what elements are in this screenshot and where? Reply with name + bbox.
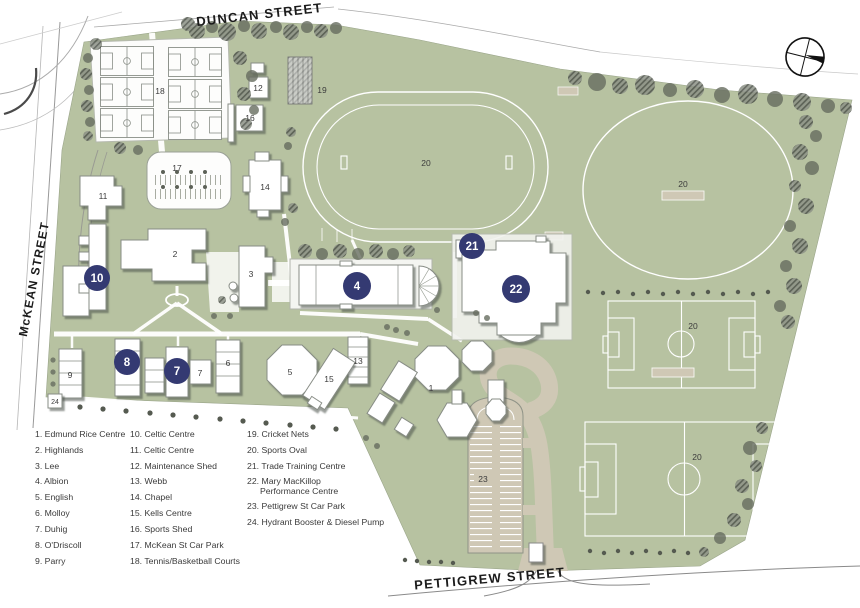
legend-item: 9. Parry <box>35 555 66 566</box>
label-12: 12 <box>253 83 263 93</box>
badge-7: 7 <box>164 358 190 384</box>
label-15: 15 <box>324 374 334 384</box>
oval-east-pitch <box>661 190 705 201</box>
legend-item: 21. Trade Training Centre <box>247 460 346 471</box>
label-2: 2 <box>173 249 178 259</box>
legend-column-1: 1. Edmund Rice Centre 2. Highlands 3. Le… <box>35 429 127 572</box>
legend-item: 19. Cricket Nets <box>247 429 309 439</box>
oval-shed-nw <box>557 86 579 96</box>
soccer-field-bottom <box>579 421 790 537</box>
buildings <box>47 62 573 438</box>
cricket-nets <box>287 56 313 105</box>
campus-grounds <box>45 20 853 572</box>
legend-column-3: 19. Cricket Nets 20. Sports Oval 21. Tra… <box>247 429 405 534</box>
label-18: 18 <box>155 86 165 96</box>
svg-text:21: 21 <box>466 241 479 253</box>
building-number-labels: 18 12 16 19 17 11 14 2 3 13 5 15 1 9 7 6… <box>51 83 702 462</box>
svg-text:8: 8 <box>124 357 131 369</box>
label-19: 19 <box>317 85 327 95</box>
badge-8: 8 <box>114 349 140 375</box>
label-6: 6 <box>226 358 231 368</box>
legend-item: 17. McKean St Car Park <box>130 539 224 550</box>
legend-item: 24. Hydrant Booster & Diesel Pump <box>247 517 385 528</box>
label-oval-track: 20 <box>421 158 431 168</box>
label-7: 7 <box>198 368 203 378</box>
label-13: 13 <box>353 356 363 366</box>
label-9: 9 <box>68 370 73 380</box>
label-24: 24 <box>51 399 59 406</box>
map-badges: 10 8 7 4 21 22 <box>84 233 530 384</box>
building-mid-house <box>144 357 165 394</box>
svg-text:7: 7 <box>174 366 180 378</box>
legend-item: 1. Edmund Rice Centre <box>35 429 126 439</box>
legend-item: 3. Lee <box>35 460 60 471</box>
legend-item: 7. Duhig <box>35 523 68 534</box>
legend-item: 23. Pettigrew St Car Park <box>247 501 346 512</box>
building-15-kells <box>302 347 356 411</box>
label-16: 16 <box>245 113 255 123</box>
building-11 <box>79 175 123 221</box>
legend-item: 8. O'Driscoll <box>35 539 82 550</box>
legend-item: 2. Highlands <box>35 444 84 455</box>
athletics-track <box>302 91 549 243</box>
building-5-english <box>266 344 318 396</box>
building-9-parry <box>58 348 83 399</box>
legend-item: 22. Mary MacKillop Performance Centre <box>247 476 339 496</box>
legend-item: 5. English <box>35 492 74 503</box>
badge-10: 10 <box>84 265 110 291</box>
legend-item: 4. Albion <box>35 476 69 487</box>
svg-text:22: 22 <box>510 284 523 296</box>
legend-item: 14. Chapel <box>130 492 173 503</box>
building-24-hydrant <box>47 393 63 409</box>
label-field-bottom: 20 <box>692 452 702 462</box>
legend-column-2: 10. Celtic Centre 11. Celtic Centre 12. … <box>130 429 244 572</box>
label-oval-right: 20 <box>678 179 688 189</box>
trees <box>50 17 852 566</box>
label-field-top: 20 <box>688 321 698 331</box>
car-park-23: 23 <box>467 396 541 554</box>
label-14: 14 <box>260 182 270 192</box>
building-14-chapel <box>242 151 289 218</box>
label-11: 11 <box>99 191 108 201</box>
north-arrow-icon <box>785 37 825 77</box>
car-park-23-label: 23 <box>478 474 488 484</box>
legend-item: 20. Sports Oval <box>247 444 307 455</box>
gate-house <box>528 542 544 563</box>
svg-text:10: 10 <box>91 273 104 285</box>
plaza-east <box>272 262 290 302</box>
legend-item: 18. Tennis/Basketball Courts <box>130 555 240 566</box>
lawn-oval-marker <box>165 293 189 307</box>
field-divider-pitch <box>651 367 695 378</box>
building-3-lee <box>228 245 274 308</box>
badge-22: 22 <box>502 275 530 303</box>
label-5: 5 <box>288 367 293 377</box>
building-12 <box>248 62 269 99</box>
label-1: 1 <box>429 383 434 393</box>
label-17: 17 <box>172 163 182 173</box>
legend-item: 10. Celtic Centre <box>130 429 195 439</box>
legend-item: 13. Webb <box>130 476 168 487</box>
label-3: 3 <box>249 269 254 279</box>
badge-4: 4 <box>343 272 371 300</box>
building-4-albion <box>289 258 440 310</box>
badge-21: 21 <box>459 233 485 259</box>
soccer-field-top <box>602 300 761 389</box>
building-6-molloy <box>215 339 241 394</box>
building-1-edmund-rice <box>366 340 507 438</box>
legend-item: 12. Maintenance Shed <box>130 460 217 471</box>
tree-dot-rows <box>77 289 771 566</box>
legend-item: 16. Sports Shed <box>130 523 193 534</box>
building-2-highlands <box>120 228 207 282</box>
legend-item: 11. Celtic Centre <box>130 444 195 455</box>
car-park-17 <box>146 151 232 210</box>
legend-item: 6. Molloy <box>35 508 70 519</box>
legend-item: 15. Kells Centre <box>130 508 192 519</box>
svg-text:4: 4 <box>354 281 361 293</box>
